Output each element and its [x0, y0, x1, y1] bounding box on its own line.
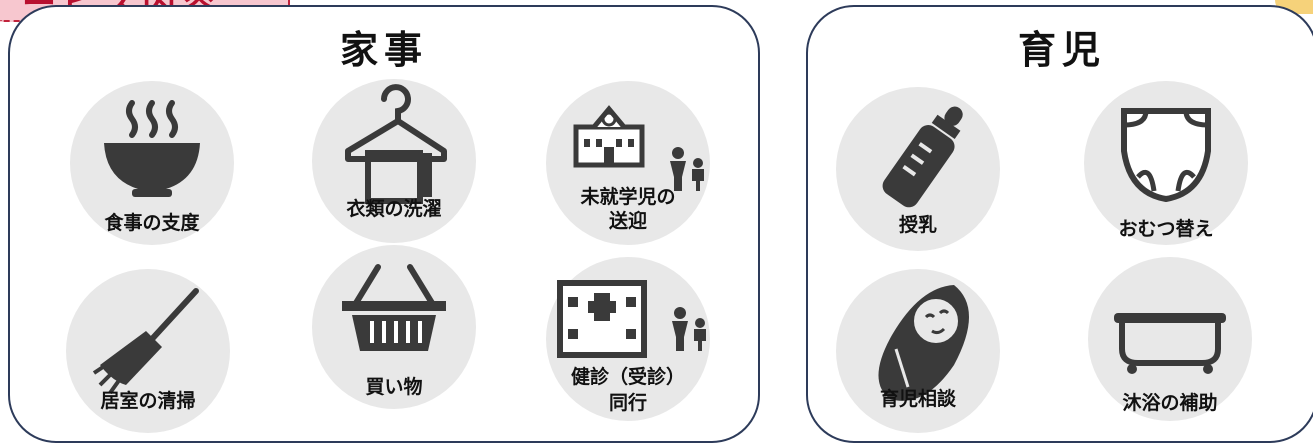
baby-bottle-icon [882, 106, 963, 208]
hospital-parent-child-icon [557, 280, 706, 358]
service-label-line2: 送迎 [608, 210, 647, 232]
service-item-childcare-transport: 未就学児の 送迎 [546, 81, 710, 245]
childcare-panel: 育児 授乳 おむつ替え 育児相談 [806, 5, 1313, 443]
hanger-towel-icon [345, 84, 447, 204]
service-item-shopping: 買い物 [312, 245, 476, 409]
childcare-title: 育児 [1017, 28, 1106, 72]
service-item-cooking: 食事の支度 [70, 81, 234, 245]
soup-bowl-icon [104, 100, 200, 197]
service-label: 授乳 [898, 214, 937, 236]
housework-title: 家事 [339, 28, 428, 72]
service-item-checkup-escort: 健診（受診） 同行 [546, 257, 710, 421]
service-label: 未就学児の [580, 186, 676, 208]
service-item-laundry: 衣類の洗濯 [312, 79, 476, 243]
service-label: おむつ替え [1118, 218, 1214, 240]
service-label: 居室の清掃 [100, 390, 196, 412]
service-item-parenting-consult: 育児相談 [836, 269, 1000, 433]
bathtub-icon [1114, 313, 1226, 374]
service-item-cleaning: 居室の清掃 [66, 269, 230, 433]
service-label: 沐浴の補助 [1122, 392, 1218, 414]
service-label: 食事の支度 [104, 212, 200, 234]
service-item-diaper: おむつ替え [1084, 81, 1248, 245]
service-label-line2: 同行 [608, 392, 647, 414]
diaper-icon [1121, 108, 1211, 203]
service-label: 健診（受診） [570, 366, 685, 388]
shopping-basket-icon [342, 264, 446, 351]
school-parent-child-icon [573, 105, 704, 191]
service-label: 衣類の洗濯 [346, 198, 442, 220]
swaddled-baby-icon [878, 285, 969, 401]
service-label: 買い物 [365, 376, 423, 398]
housework-panel: 家事 食事の支度 衣類の洗濯 未就学児の 送 [8, 5, 760, 443]
broom-icon [92, 288, 199, 395]
service-item-bathing: 沐浴の補助 [1088, 257, 1252, 421]
service-item-feeding: 授乳 [836, 87, 1000, 251]
service-label: 育児相談 [879, 388, 956, 410]
